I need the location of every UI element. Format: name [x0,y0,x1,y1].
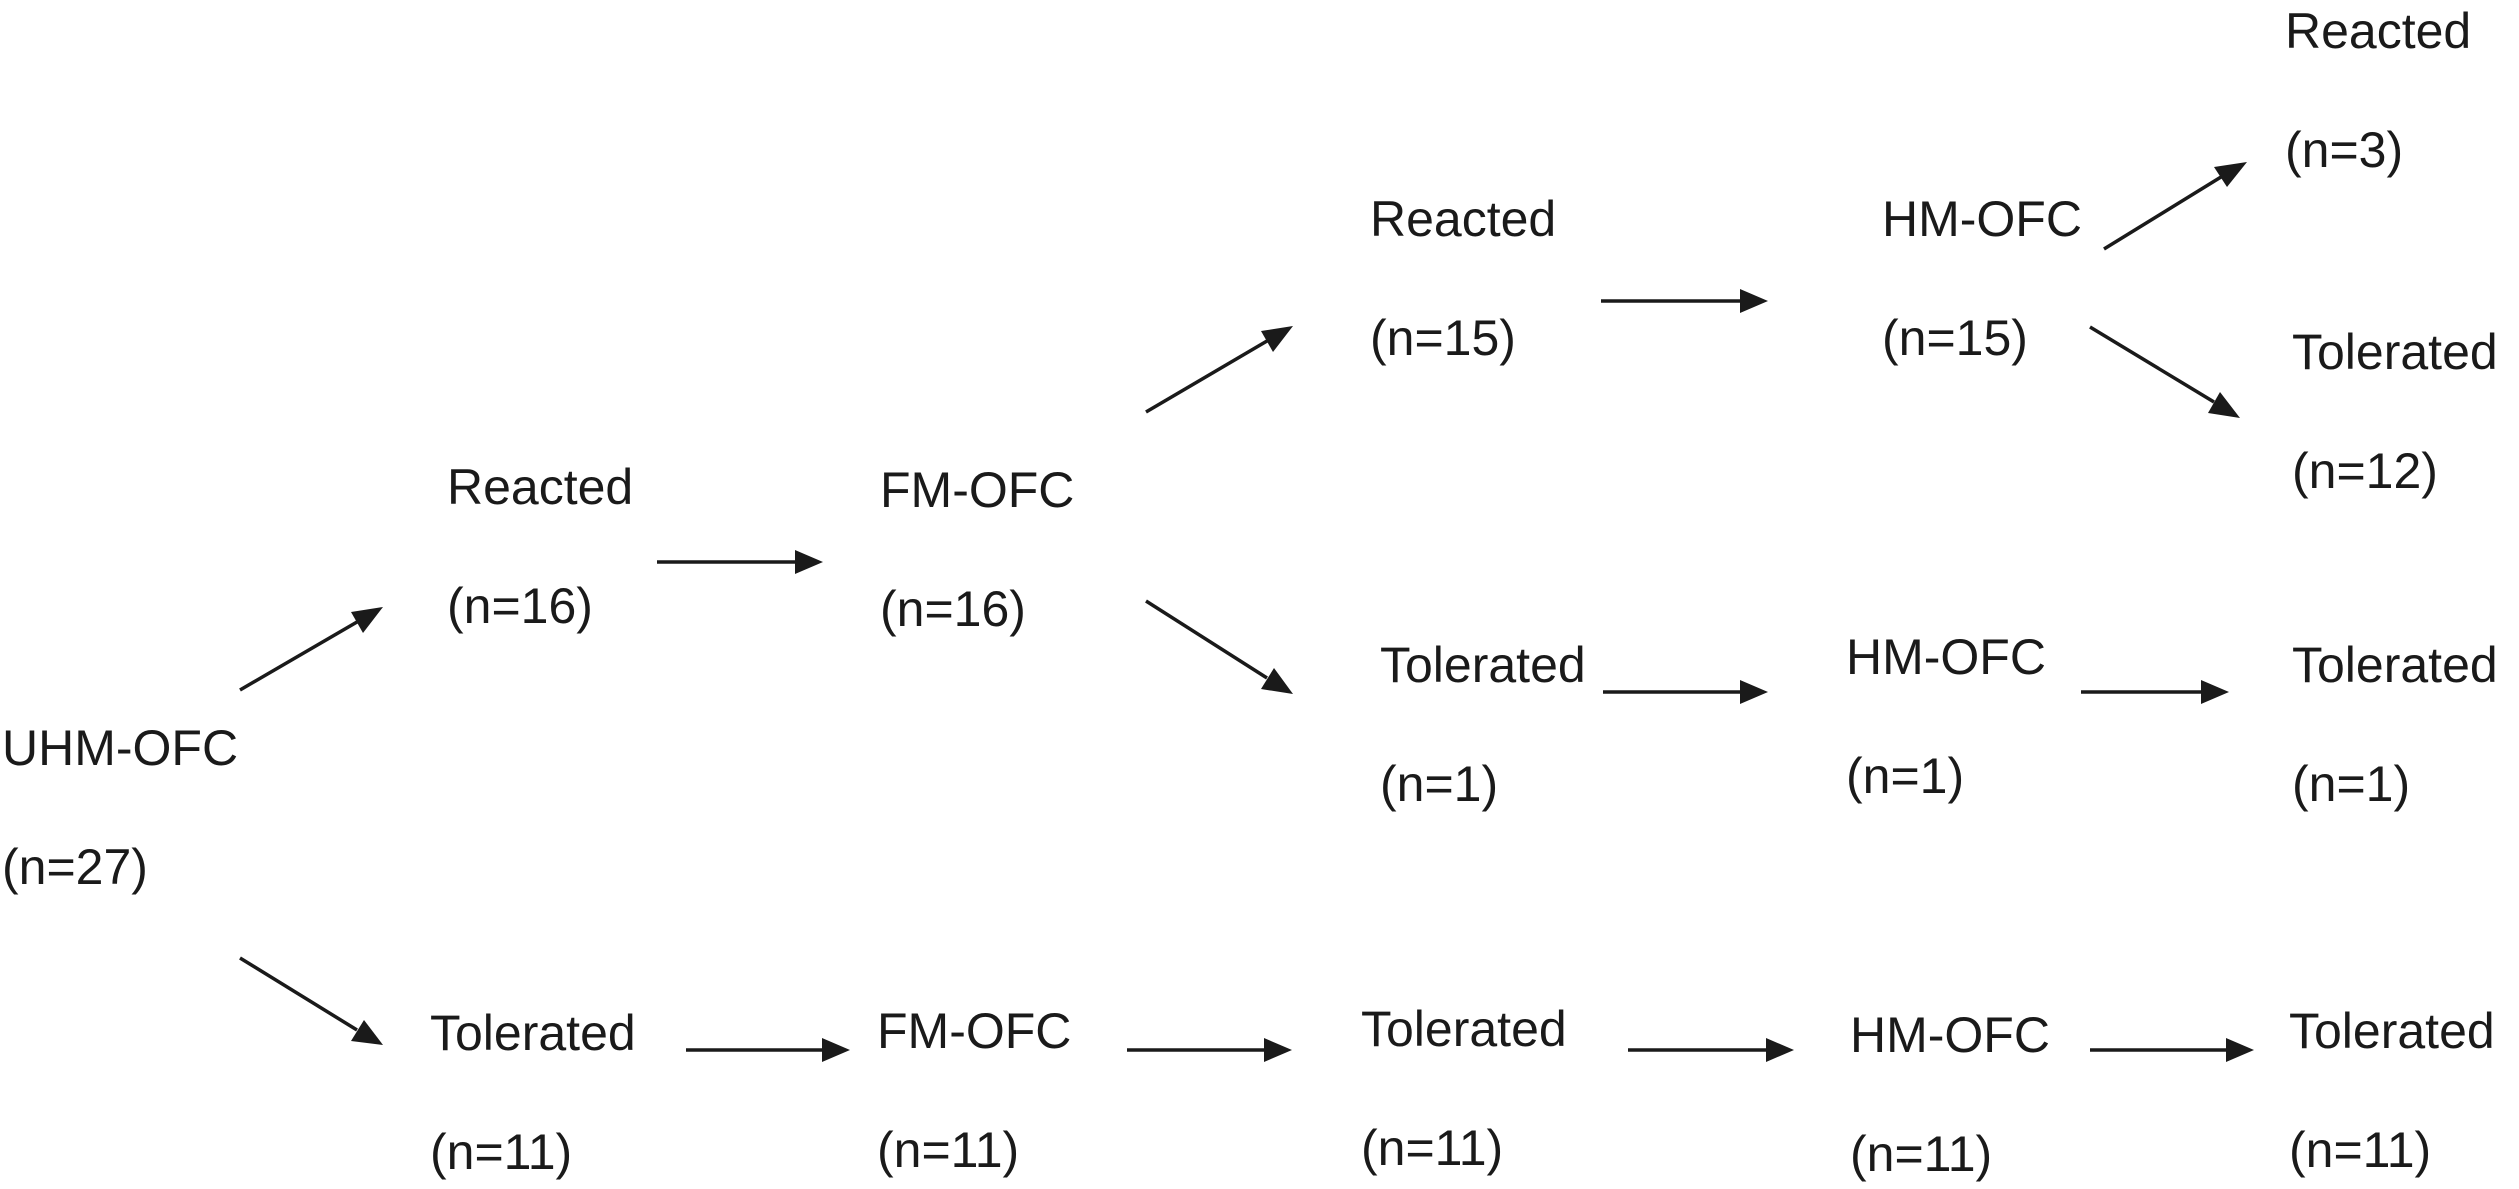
node-count: (n=16) [880,581,1026,637]
node-label: Tolerated [430,1005,636,1061]
node-label: Reacted [1370,191,1557,247]
node-label: FM-OFC [877,1003,1072,1059]
node-count: (n=1) [2292,756,2411,812]
node-label: Reacted [447,459,634,515]
node-count: (n=11) [877,1122,1020,1178]
arrow-hm-ofc-1-to-tolerated-1 [2081,680,2229,704]
node-label: HM-OFC [1850,1007,2050,1063]
node-count: (n=11) [2289,1122,2432,1178]
arrow-reacted-16-to-fm-ofc-16 [657,550,823,574]
arrow-hm-ofc-15-to-reacted-3 [2103,162,2247,251]
arrow-tolerated-11-to-hm-ofc-11 [1628,1038,1794,1062]
arrow-fm-ofc-16-to-tolerated-1 [1145,599,1293,694]
arrow-hm-ofc-15-to-tolerated-12 [2089,325,2240,418]
node-label: Tolerated [1380,637,1586,693]
node-label: HM-OFC [1882,191,2082,247]
node-count: (n=27) [2,839,148,895]
arrow-tolerated-1-to-hm-ofc-1 [1603,680,1768,704]
node-label: Tolerated [2292,637,2498,693]
node-label: Tolerated [2292,324,2498,380]
node-count: (n=1) [1846,748,1965,804]
node-label: HM-OFC [1846,629,2046,685]
node-label: Tolerated [1361,1001,1567,1057]
arrow-reacted-15-to-hm-ofc-15 [1601,289,1768,313]
node-count: (n=11) [430,1124,573,1180]
node-count: (n=16) [447,578,593,634]
node-count: (n=15) [1882,310,2028,366]
arrow-fm-ofc-16-to-reacted-15 [1145,326,1293,414]
node-count: (n=11) [1850,1126,1993,1182]
node-label: Reacted [2285,3,2472,59]
arrow-uhm-to-tolerated-11 [239,956,383,1045]
arrow-uhm-to-reacted-16 [239,607,383,692]
node-label: Tolerated [2289,1003,2495,1059]
node-count: (n=11) [1361,1120,1504,1176]
node-label: FM-OFC [880,462,1075,518]
node-count: (n=12) [2292,443,2438,499]
node-count: (n=15) [1370,310,1516,366]
node-count: (n=1) [1380,756,1499,812]
arrow-fm-ofc-11-to-tolerated-11 [1127,1038,1292,1062]
arrow-hm-ofc-11-to-tolerated-11 [2090,1038,2254,1062]
arrow-tolerated-11-to-fm-ofc-11 [686,1038,850,1062]
node-label: UHM-OFC [2,720,239,776]
node-count: (n=3) [2285,122,2404,178]
